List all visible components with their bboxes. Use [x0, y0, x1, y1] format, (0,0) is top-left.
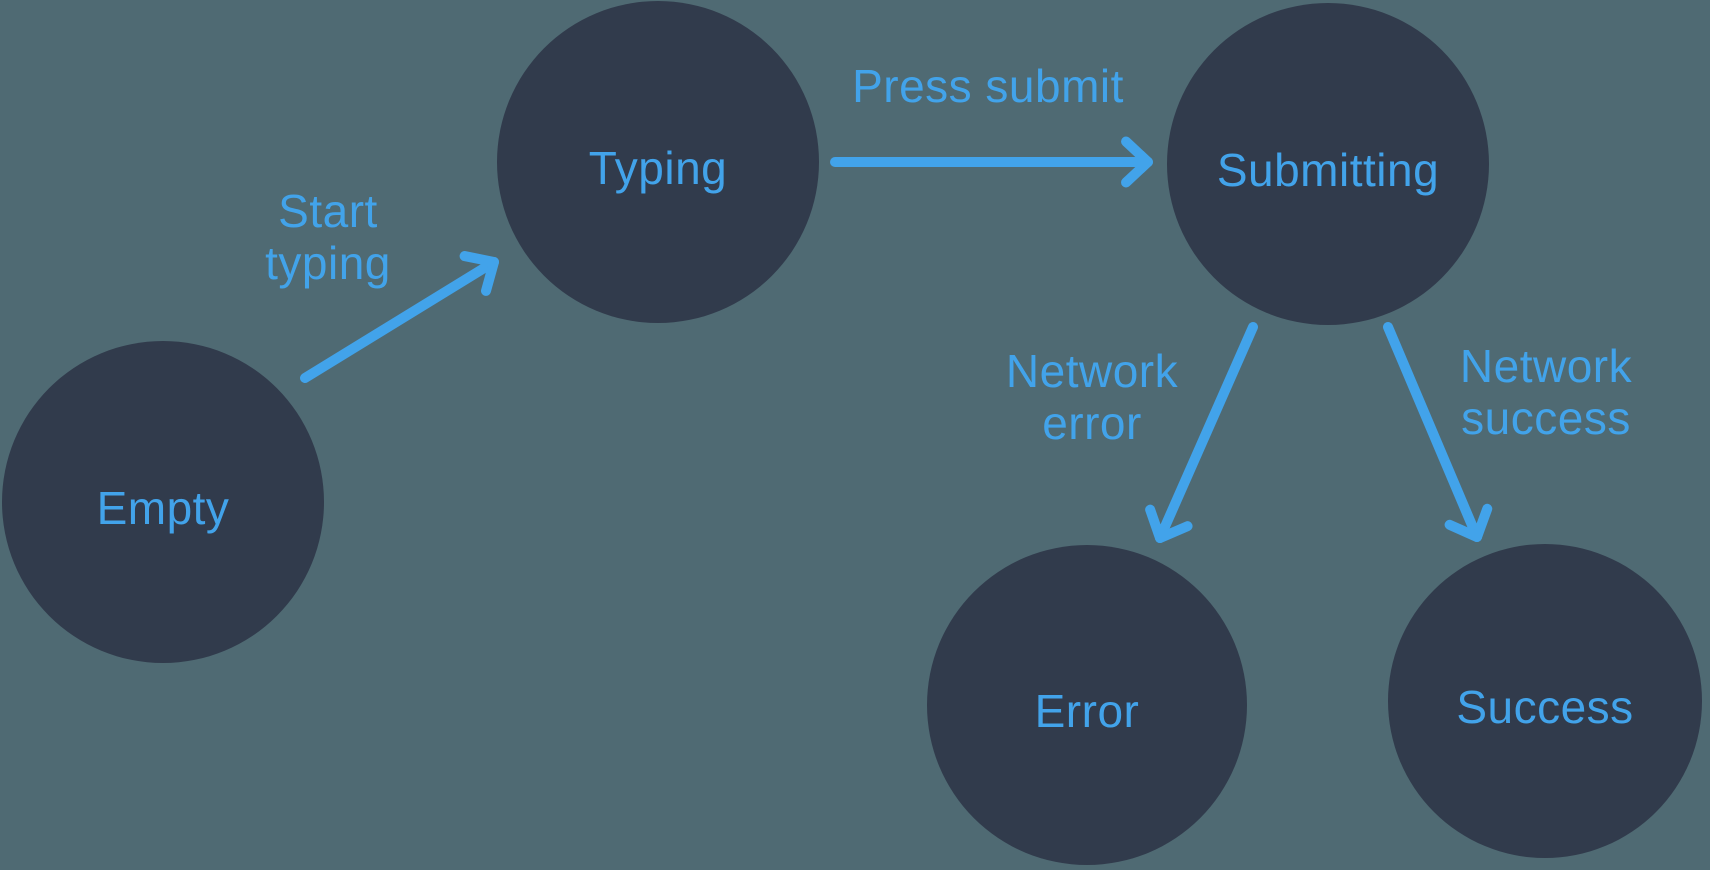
transition-arrow-start-typing	[300, 257, 499, 383]
state-node-typing	[497, 1, 819, 323]
transition-arrowhead-start-typing	[459, 251, 499, 296]
state-label-error: Error	[1035, 685, 1140, 737]
state-node-success	[1388, 544, 1702, 858]
state-label-typing: Typing	[589, 142, 728, 194]
transition-label-start-typing-line2: typing	[265, 237, 391, 289]
state-node-empty	[2, 341, 324, 663]
state-node-error	[927, 545, 1247, 865]
transition-label-network-success-line2: success	[1461, 392, 1631, 444]
transition-arrow-network-error	[1155, 322, 1258, 543]
transition-arrowhead-network-error	[1145, 504, 1193, 543]
transition-label-network-success-line1: Network	[1460, 340, 1633, 392]
transition-label-network-error-line1: Network	[1006, 345, 1179, 397]
state-node-submitting	[1167, 3, 1489, 325]
state-label-success: Success	[1456, 681, 1633, 733]
state-label-empty: Empty	[97, 482, 230, 534]
transition-arrowhead-network-success	[1444, 503, 1493, 542]
transition-label-start-typing-line1: Start	[278, 185, 378, 237]
transition-label-network-error-line2: error	[1042, 397, 1142, 449]
transition-arrowhead-press-submit	[1121, 136, 1153, 188]
state-label-submitting: Submitting	[1217, 144, 1439, 196]
transition-label-press-submit-line1: Press submit	[852, 60, 1124, 112]
transition-arrow-network-success	[1383, 322, 1482, 542]
